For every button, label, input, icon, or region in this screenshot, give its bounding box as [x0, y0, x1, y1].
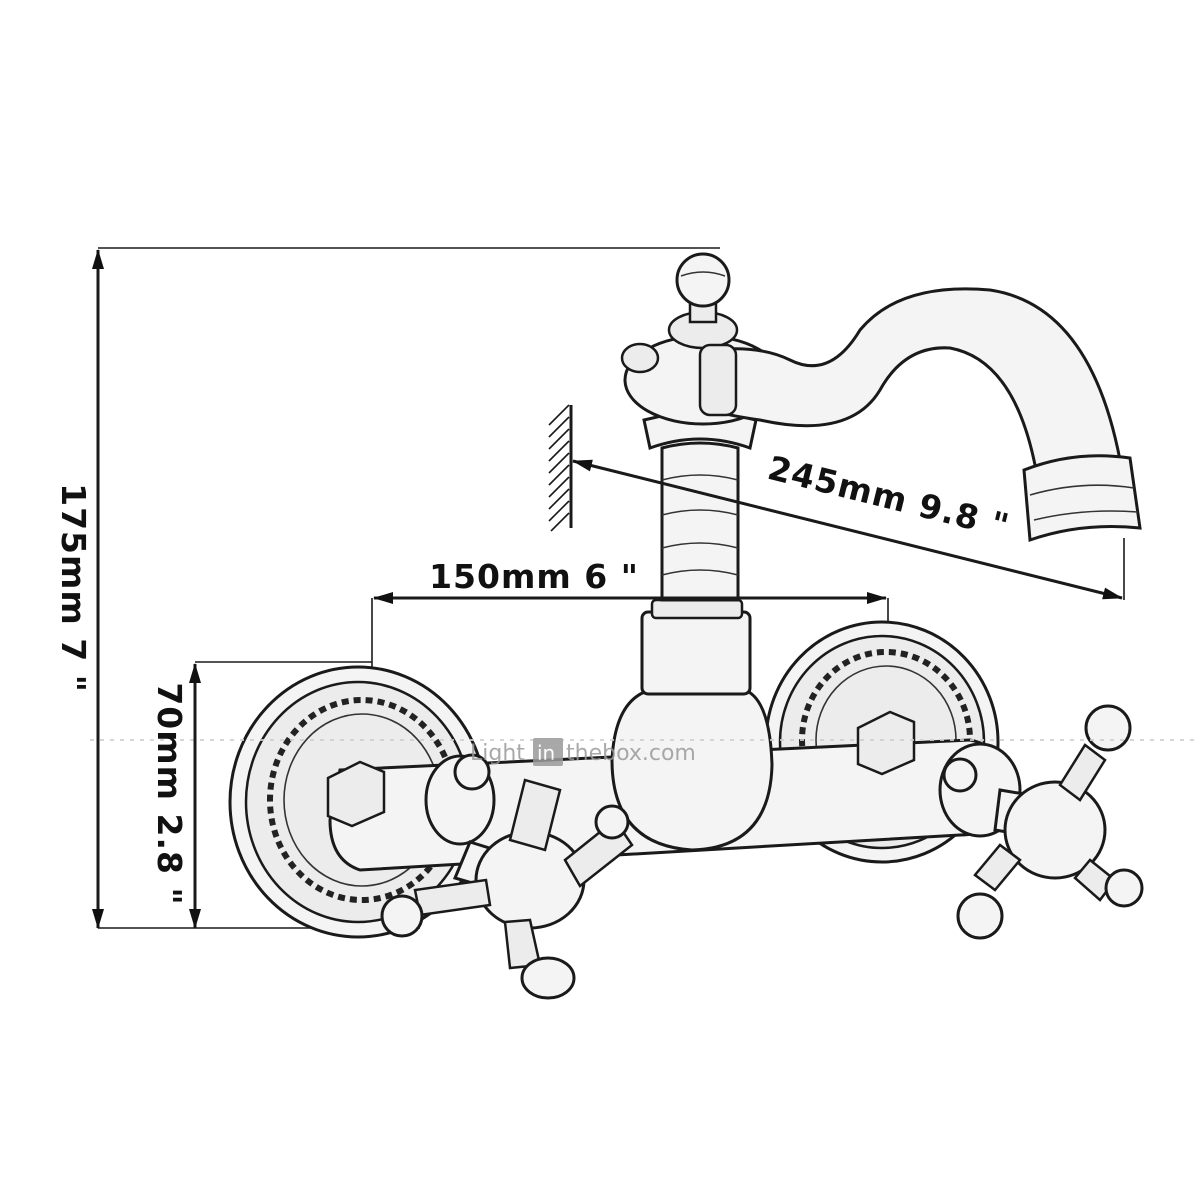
height-dimension-label: 175mm 7 ": [54, 483, 93, 693]
svg-text:in: in: [537, 741, 555, 765]
dimension-lines: [92, 249, 1123, 929]
wall-symbol: [548, 404, 573, 532]
spacing-dimension-label: 150mm 6 ": [429, 557, 639, 596]
reach-dimension-label: 245mm 9.8 ": [764, 448, 1013, 546]
svg-text:Light: Light: [470, 741, 525, 766]
right-hex-nut: [856, 710, 916, 776]
reach-dimension-line: [572, 459, 1123, 600]
left-cross-handle: [380, 753, 634, 1000]
watermark-logo: Light in thebox.com: [90, 738, 1200, 766]
spout-column: [640, 411, 758, 696]
center-bulb: [610, 688, 774, 852]
left-hex-nut: [326, 760, 386, 828]
faucet-illustration: [228, 252, 1144, 1000]
right-cross-handle: [938, 704, 1144, 940]
plate-height-dimension-label: 70mm 2.8 ": [150, 682, 189, 905]
svg-text:thebox.com: thebox.com: [566, 741, 696, 766]
